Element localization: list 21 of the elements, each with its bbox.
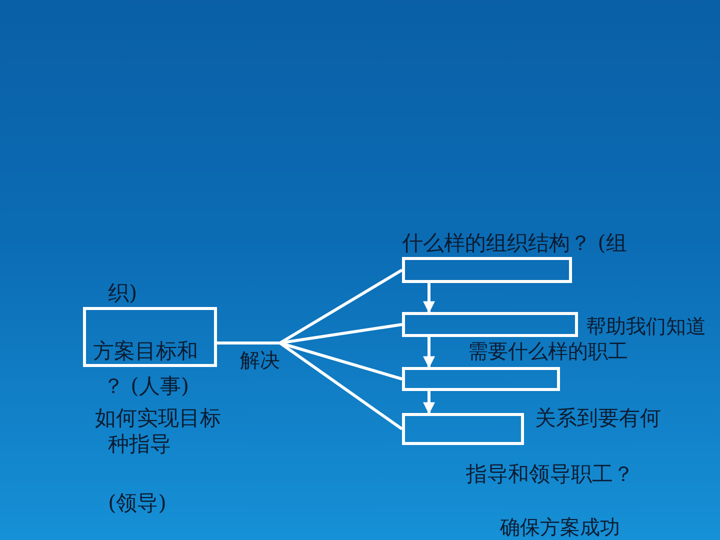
slide-text: 关系到要有何: [535, 407, 661, 430]
outline-box: [83, 307, 217, 367]
arrow: [423, 391, 435, 414]
outline-box: [402, 312, 578, 337]
slide-text: 如何实现目标: [95, 407, 221, 430]
slide-text: 解决: [240, 350, 280, 371]
slide-text: 种指导: [108, 433, 171, 456]
slide-text: 方案目标和: [93, 340, 198, 362]
slide-text: 指导和领导职工？: [466, 463, 634, 486]
slide-text: 帮助我们知道: [586, 316, 706, 337]
connector-line: [217, 342, 403, 430]
slide-text: (领导): [108, 492, 166, 514]
outline-box: [402, 257, 572, 283]
slide-text: 织): [108, 282, 138, 304]
outline-box: [402, 413, 524, 445]
slide-text: 需要什么样的职工: [468, 341, 628, 362]
slide-text: 确保方案成功: [500, 517, 620, 538]
arrow: [423, 283, 435, 314]
outline-box: [402, 367, 560, 391]
arrow: [423, 337, 435, 368]
slide-text: ？ (人事): [103, 375, 190, 398]
